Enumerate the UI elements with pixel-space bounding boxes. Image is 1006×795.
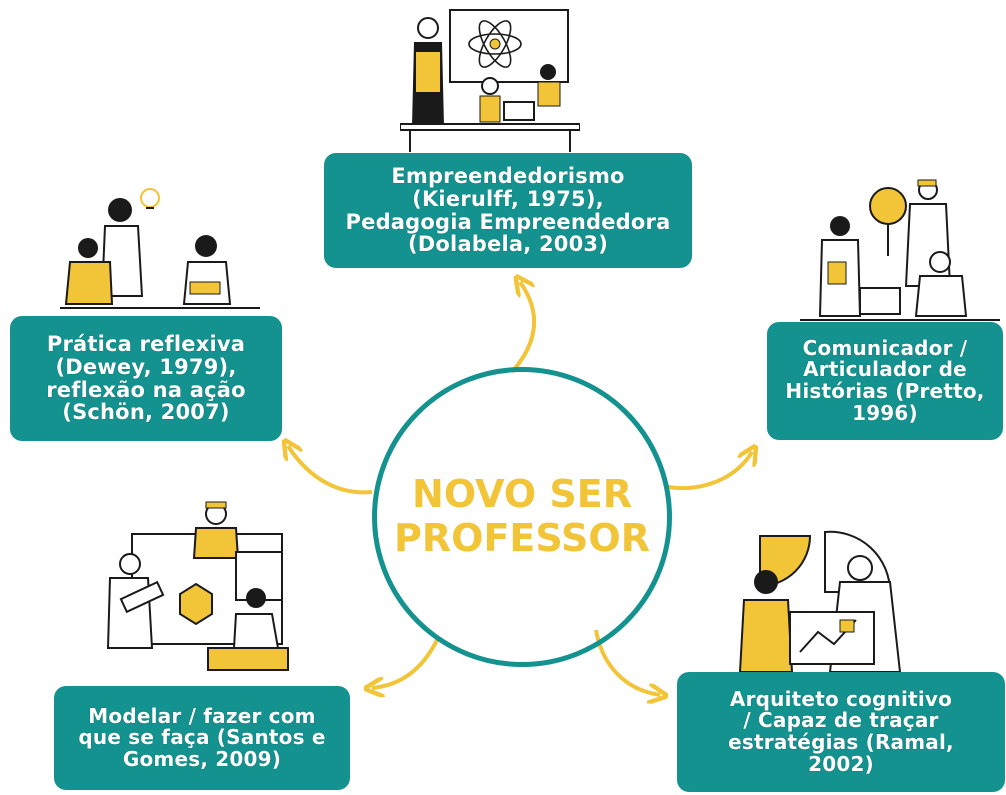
strategy-illustration — [738, 530, 902, 673]
center-circle: NOVO SER PROFESSOR — [372, 367, 672, 667]
arrow-to-left — [288, 446, 373, 495]
node-pratica-reflexiva: Prática reflexiva (Dewey, 1979), reflexã… — [10, 316, 282, 441]
team-meeting-illustration — [400, 9, 580, 152]
arrow-to-right — [667, 452, 752, 491]
node-modelar: Modelar / fazer com que se faça (Santos … — [54, 686, 350, 790]
node-arquiteto-cognitivo: Arquiteto cognitivo / Capaz de traçar es… — [677, 672, 1005, 792]
arrow-to-top — [510, 282, 537, 374]
center-title: NOVO SER PROFESSOR — [394, 472, 650, 560]
node-comunicador: Comunicador / Articulador de Histórias (… — [767, 322, 1003, 440]
node-empreendedorismo: Empreendedorismo (Kierulff, 1975), Pedag… — [324, 153, 692, 268]
globe-team-illustration — [800, 179, 1000, 321]
discussion-illustration — [60, 188, 260, 309]
arrow-to-bottom-left — [372, 637, 440, 688]
building-blocks-illustration — [106, 501, 289, 671]
